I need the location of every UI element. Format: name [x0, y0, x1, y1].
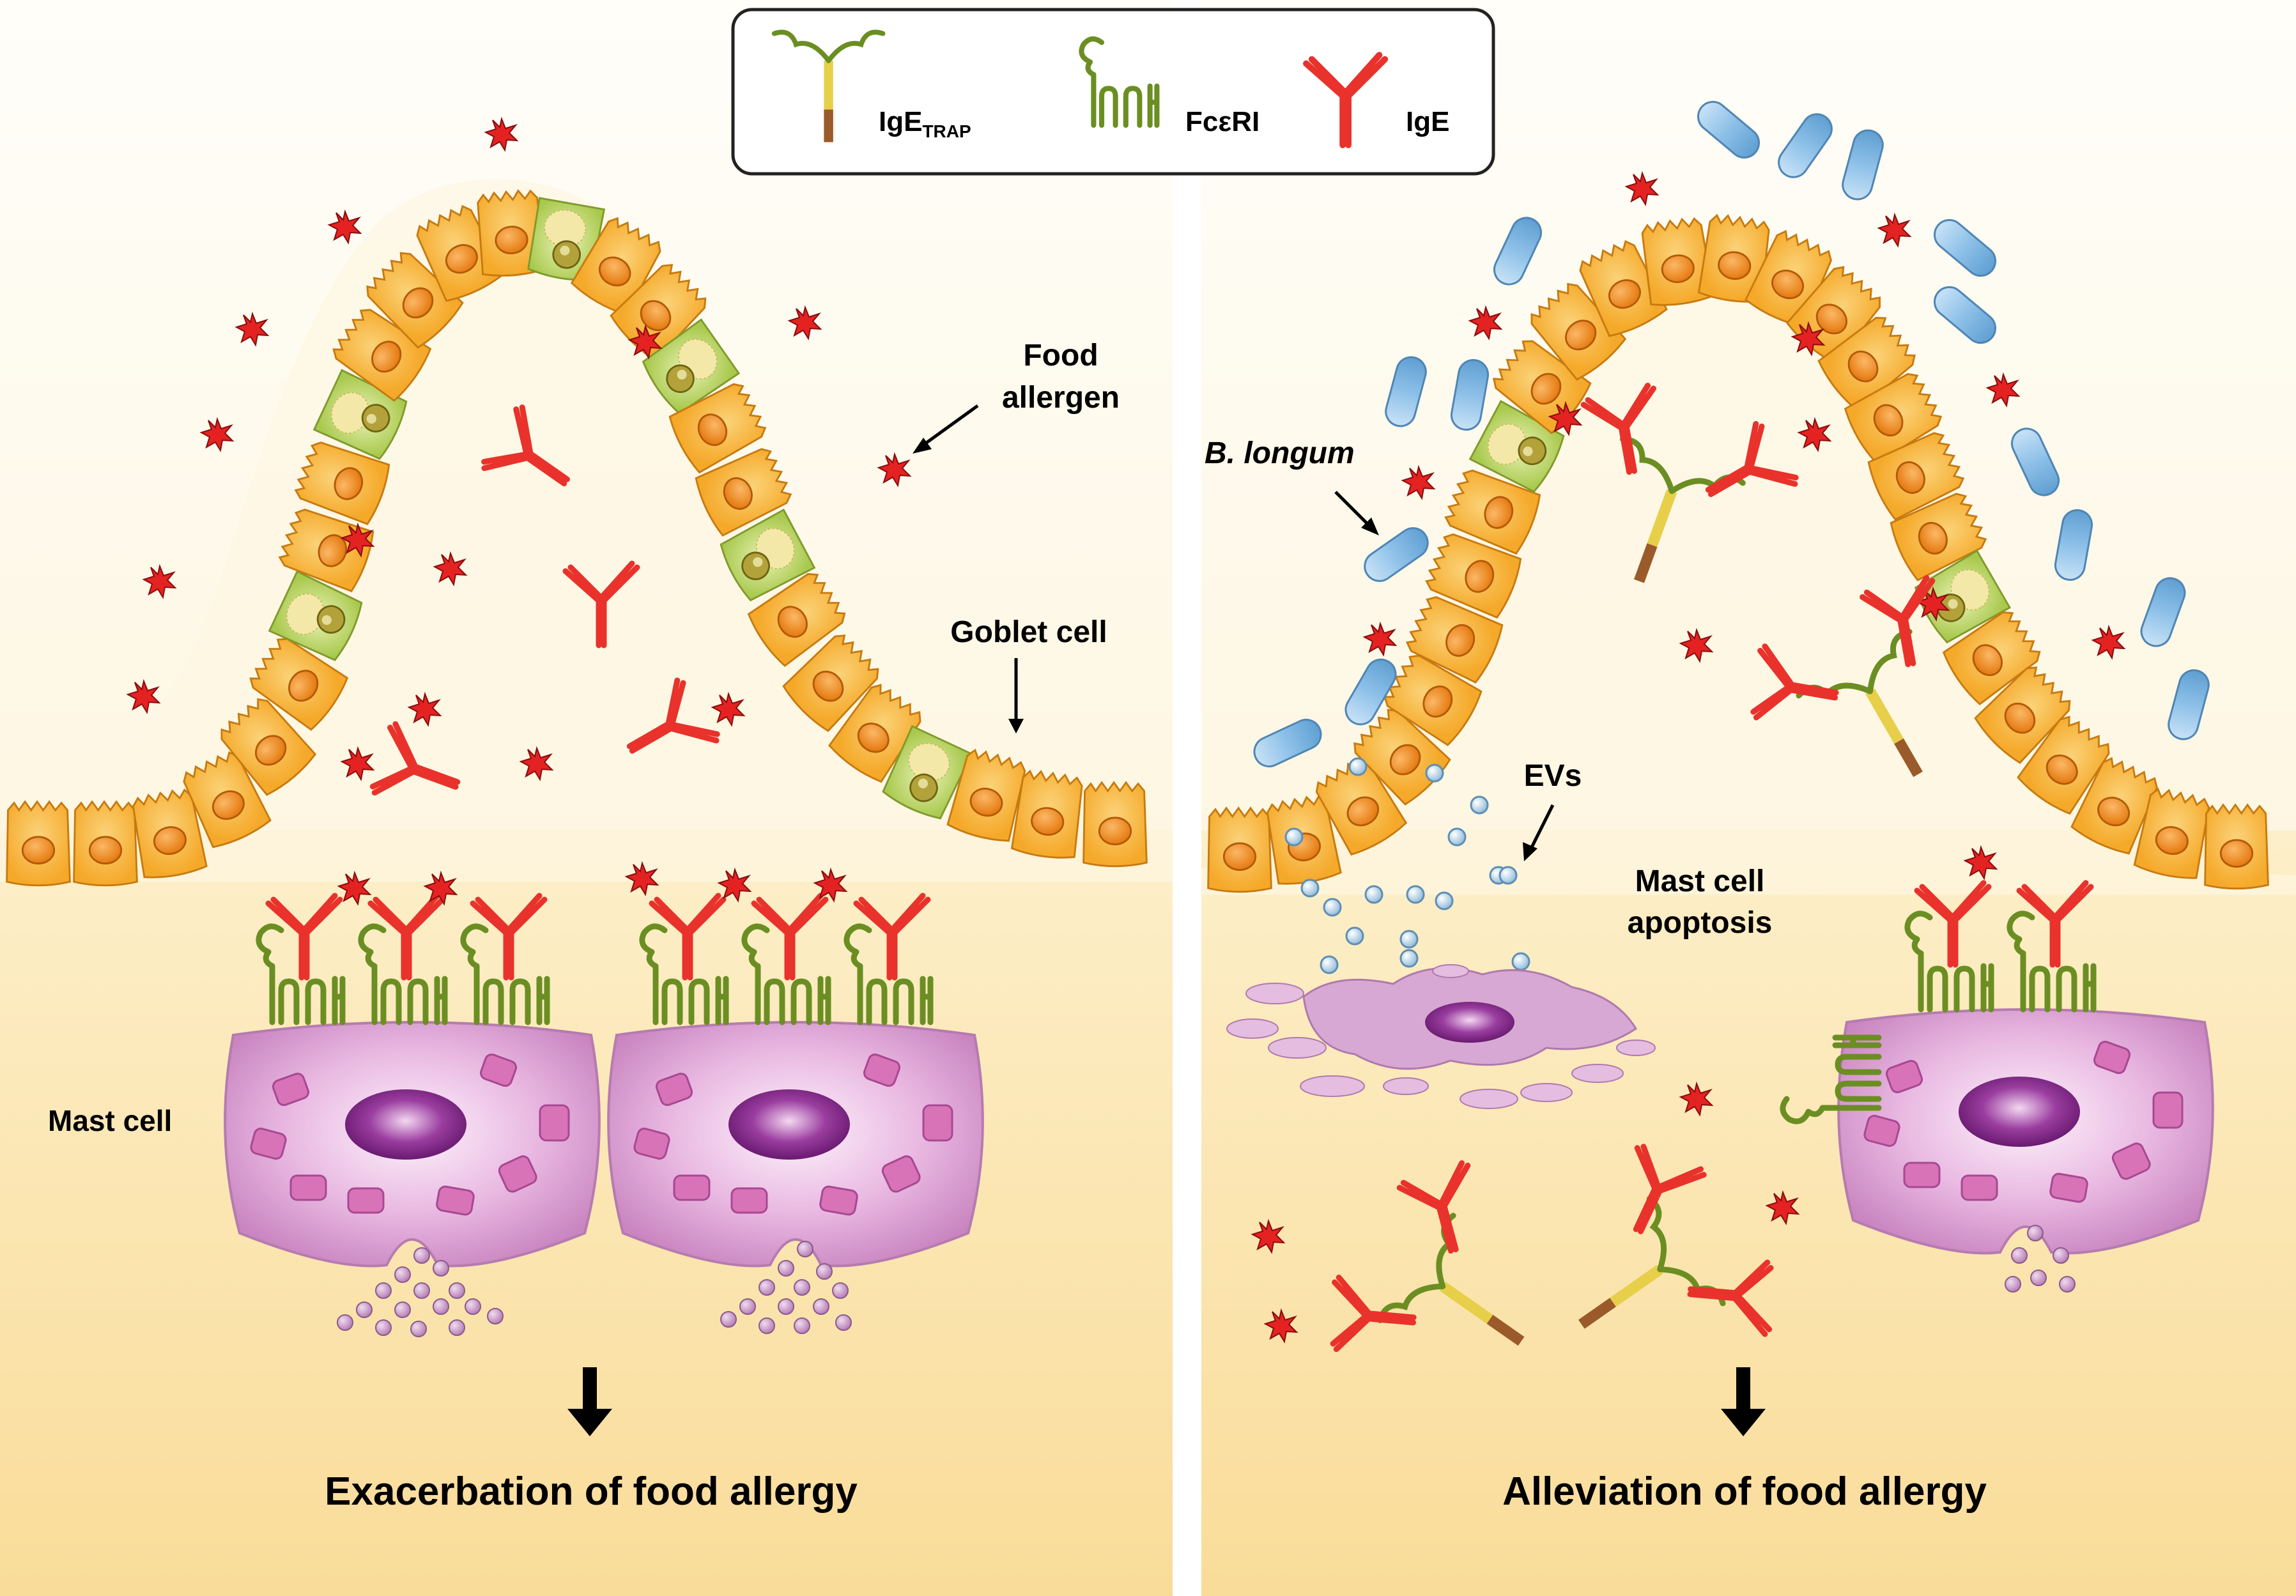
left-mast-cell-1	[224, 1021, 601, 1268]
epithelial-cell	[6, 801, 71, 887]
legend-fceri-label: FcεRI	[1185, 106, 1260, 137]
food-allergen-label-line1: Food	[1023, 339, 1098, 372]
apoptotic-mast-cell	[1226, 964, 1656, 1109]
epithelial-cell	[1010, 768, 1087, 862]
evs-arrow	[1523, 804, 1555, 861]
left-released-granules	[337, 1241, 852, 1337]
right-mast-cell	[1837, 1008, 2214, 1255]
apoptosis-label-line1: Mast cell	[1635, 864, 1765, 898]
evs-label: EVs	[1524, 759, 1582, 793]
food-allergen-arrow	[913, 404, 979, 454]
goblet-cell-label: Goblet cell	[950, 615, 1107, 649]
right-outcome-arrow	[1721, 1367, 1766, 1436]
apoptosis-label-line2: apoptosis	[1628, 906, 1773, 940]
mast-cell-nucleus	[1959, 1077, 2080, 1147]
right-outcome-text: Alleviation of food allergy	[1502, 1469, 1987, 1514]
mast-cell-nucleus	[345, 1089, 466, 1160]
mast-cell-label: Mast cell	[48, 1104, 172, 1137]
b-longum-label: B. longum	[1205, 436, 1355, 470]
legend-igetrap-label: IgETRAP	[879, 106, 971, 141]
right-released-granules	[2005, 1225, 2076, 1293]
goblet-cell-arrow	[1008, 658, 1024, 733]
left-panel: Food allergen Goblet cell	[0, 0, 1173, 1596]
left-outcome-arrow	[567, 1367, 612, 1436]
epithelial-cell	[1207, 807, 1272, 893]
epithelial-cell	[73, 801, 138, 887]
food-allergen-label-line2: allergen	[1002, 381, 1120, 415]
legend-box: IgETRAP FcεRI IgE	[731, 8, 1495, 176]
legend-ige-label: IgE	[1406, 106, 1449, 137]
left-outcome-text: Exacerbation of food allergy	[325, 1469, 858, 1514]
right-panel: B. longum EVs Mast cell apoptosis Allevi…	[1201, 0, 2296, 1596]
epithelial-cell	[2204, 804, 2269, 890]
left-mast-cell-2	[607, 1021, 984, 1268]
extracellular-vesicles	[1284, 757, 1530, 974]
epithelial-cell	[1083, 781, 1148, 868]
mast-cell-nucleus	[728, 1089, 850, 1160]
b-longum-arrow	[1334, 491, 1379, 535]
b-longum-bacteria	[1253, 100, 2210, 768]
